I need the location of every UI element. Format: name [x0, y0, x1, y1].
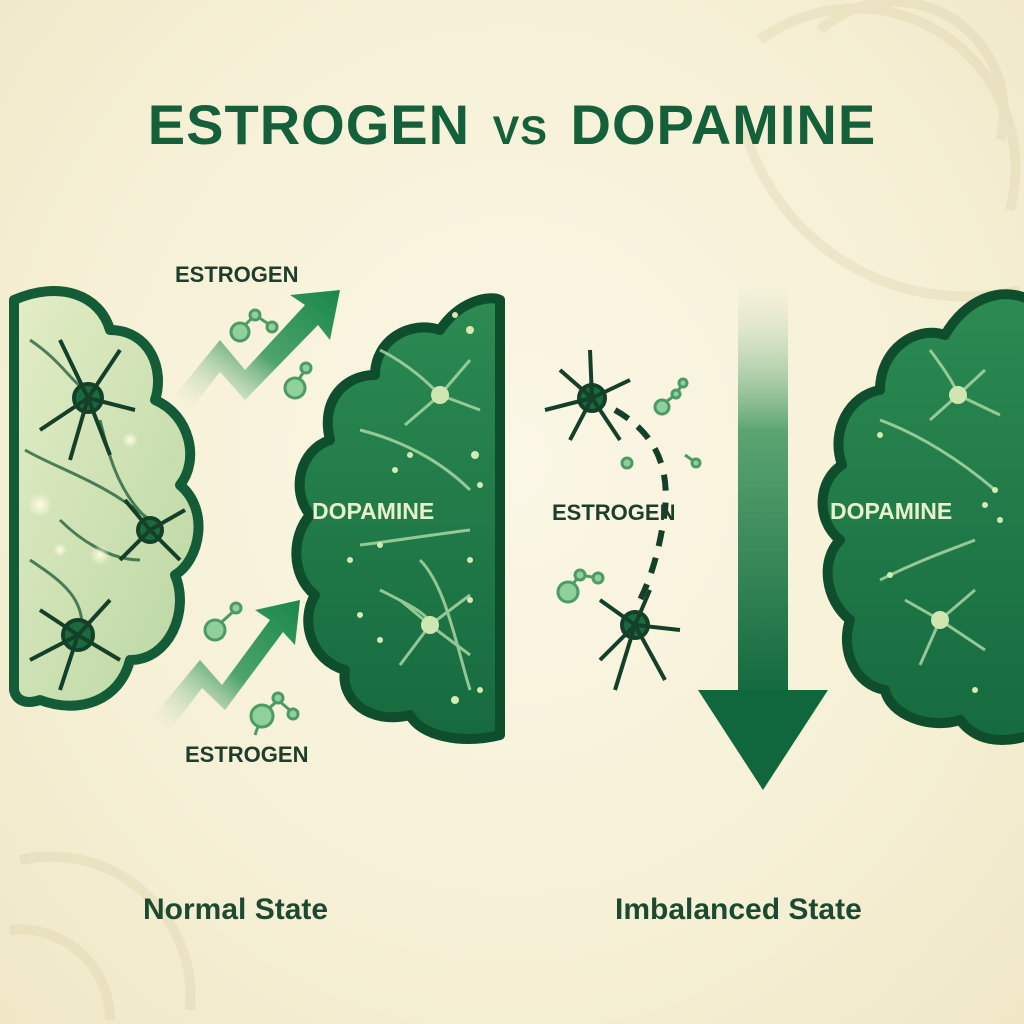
- neuron-icon: [38, 339, 136, 461]
- molecule-icon: [229, 308, 279, 343]
- up-arrow-icon: [150, 600, 300, 730]
- label-estrogen-top: ESTROGEN: [175, 262, 299, 287]
- up-arrow-icon: [175, 290, 340, 410]
- molecule-icon: [249, 691, 300, 736]
- title-dopamine: DOPAMINE: [570, 93, 877, 156]
- neuron-icon: [931, 611, 949, 629]
- background-rings-top-right: [735, 0, 1022, 302]
- brain-half-icon-dark: [291, 293, 505, 744]
- neuron-icon: [949, 386, 967, 404]
- molecule-icon: [653, 377, 689, 416]
- title-estrogen: ESTROGEN: [147, 93, 471, 156]
- label-normal-state: Normal State: [143, 893, 329, 926]
- title-vs: VS: [492, 109, 548, 153]
- neuron-icon: [118, 498, 186, 562]
- molecule-icon: [203, 601, 243, 642]
- molecule-icon: [556, 568, 605, 604]
- label-estrogen-middle: ESTROGEN: [552, 500, 676, 525]
- neuron-icon: [598, 589, 681, 691]
- brain-half-icon-light: [9, 286, 204, 711]
- brain-half-icon-dark-right: [817, 289, 1024, 745]
- neuron-icon: [544, 349, 631, 442]
- molecule-icon: [283, 361, 313, 400]
- label-dopamine-right: DOPAMINE: [830, 498, 953, 524]
- label-imbalanced-state: Imbalanced State: [615, 893, 862, 926]
- page-title: ESTROGEN VS DOPAMINE: [0, 92, 1024, 157]
- neuron-icon: [431, 386, 449, 404]
- label-estrogen-bottom: ESTROGEN: [185, 742, 309, 767]
- background-rings-bottom-left: [9, 851, 196, 1021]
- dashed-signal-path: [613, 407, 669, 602]
- label-dopamine-left: DOPAMINE: [312, 498, 435, 524]
- neuron-icon: [29, 598, 122, 691]
- down-arrow-icon: [698, 285, 828, 790]
- neuron-icon: [421, 616, 439, 634]
- molecule-icon: [620, 453, 702, 470]
